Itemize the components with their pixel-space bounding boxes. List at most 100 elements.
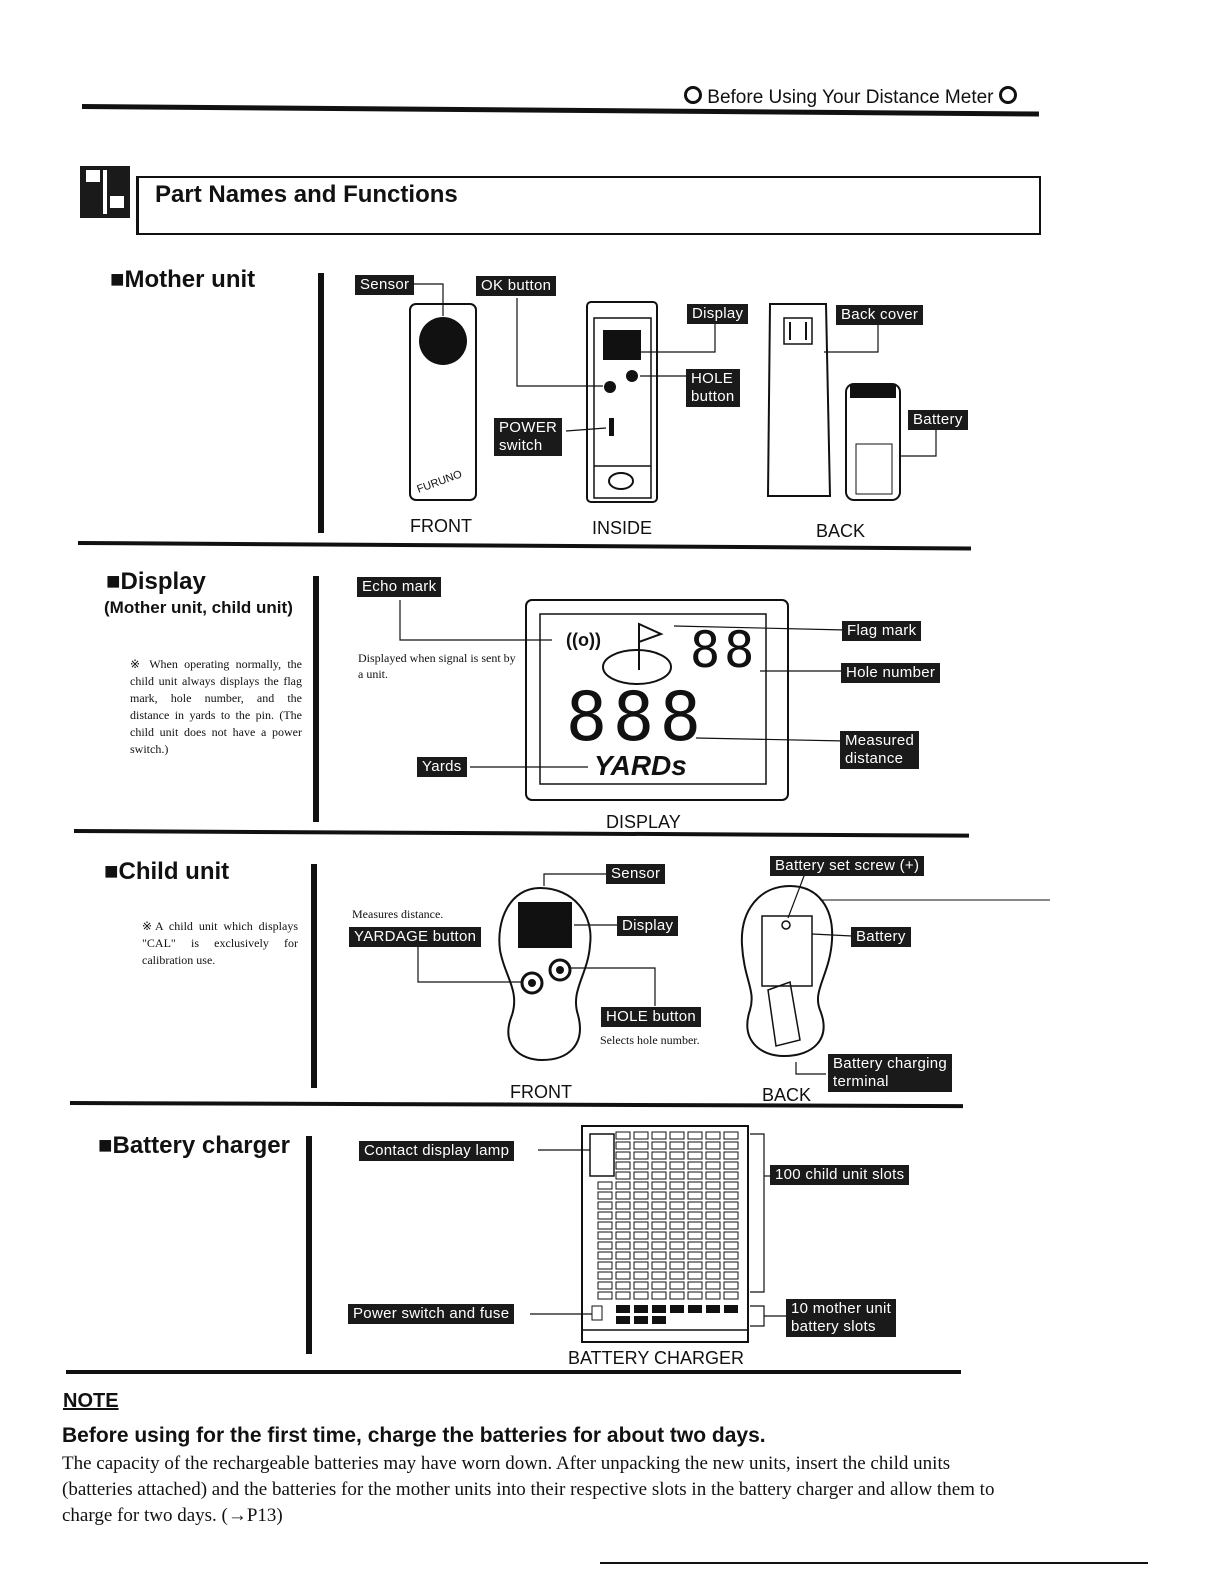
child-slot bbox=[633, 1251, 649, 1260]
child-slot bbox=[651, 1141, 667, 1150]
child-slot bbox=[705, 1261, 721, 1270]
child-back-body bbox=[740, 884, 834, 1058]
child-slot bbox=[705, 1281, 721, 1290]
child-slot bbox=[669, 1241, 685, 1250]
child-slot bbox=[597, 1211, 613, 1220]
child-unit-note: ※A child unit which displays "CAL" is ex… bbox=[142, 919, 298, 967]
child-slot bbox=[651, 1221, 667, 1230]
child-slot bbox=[615, 1161, 631, 1170]
child-slot bbox=[723, 1221, 739, 1230]
child-slot bbox=[615, 1231, 631, 1240]
section-title-box bbox=[136, 176, 1041, 235]
child-slot bbox=[669, 1201, 685, 1210]
display-label: Display bbox=[687, 304, 749, 324]
child-slot bbox=[615, 1211, 631, 1220]
child-slot bbox=[669, 1141, 685, 1150]
child-slot bbox=[633, 1221, 649, 1230]
measured-distance-label: Measured distance bbox=[840, 731, 920, 769]
child-unit-heading: ■Child unit bbox=[104, 858, 230, 885]
child-slot bbox=[687, 1241, 703, 1250]
child-slot bbox=[705, 1211, 721, 1220]
child-slot bbox=[687, 1131, 703, 1140]
child-slot bbox=[669, 1131, 685, 1140]
child-slot bbox=[723, 1131, 739, 1140]
child-slot bbox=[615, 1221, 631, 1230]
child-slot bbox=[705, 1181, 721, 1190]
vertical-divider bbox=[306, 1136, 312, 1354]
section-divider bbox=[66, 1370, 961, 1374]
child-slot bbox=[687, 1261, 703, 1270]
child-slot bbox=[705, 1201, 721, 1210]
child-slot bbox=[615, 1171, 631, 1180]
child-unit-heading-text: Child unit bbox=[118, 858, 230, 885]
child-slot bbox=[687, 1211, 703, 1220]
child-slot bbox=[597, 1201, 613, 1210]
child-front-body bbox=[498, 886, 592, 1062]
hole-number-label: Hole number bbox=[841, 663, 941, 683]
child-slot bbox=[723, 1191, 739, 1200]
child-front-caption: FRONT bbox=[510, 1082, 572, 1102]
section-divider bbox=[69, 1101, 964, 1109]
child-slot bbox=[687, 1271, 703, 1280]
child-slot bbox=[651, 1181, 667, 1190]
child-slot bbox=[597, 1251, 613, 1260]
child-slot bbox=[633, 1281, 649, 1290]
child-slot bbox=[597, 1231, 613, 1240]
child-slot bbox=[705, 1241, 721, 1250]
contact-lamp-icon bbox=[589, 1133, 615, 1177]
child-slot bbox=[723, 1171, 739, 1180]
child-slot bbox=[705, 1221, 721, 1230]
child-slot bbox=[705, 1271, 721, 1280]
child-display-window bbox=[518, 902, 572, 948]
child-slot bbox=[597, 1271, 613, 1280]
child-slot bbox=[705, 1291, 721, 1300]
mother-back-body bbox=[766, 303, 832, 497]
child-slot bbox=[633, 1261, 649, 1270]
child-slot bbox=[705, 1251, 721, 1260]
mother-slot bbox=[706, 1305, 720, 1313]
charger-body bbox=[581, 1125, 749, 1343]
child-slot bbox=[597, 1241, 613, 1250]
child-slot bbox=[705, 1161, 721, 1170]
mother-slot bbox=[724, 1305, 738, 1313]
note-bold: Before using for the first time, charge … bbox=[62, 1424, 766, 1447]
child-slot bbox=[669, 1271, 685, 1280]
child-slot bbox=[705, 1131, 721, 1140]
section-divider bbox=[73, 829, 969, 838]
yards-unit: YARDs bbox=[594, 750, 687, 781]
mother-slot bbox=[634, 1316, 648, 1324]
child-slot bbox=[705, 1151, 721, 1160]
brand-logo: FURUNO bbox=[415, 468, 464, 496]
echo-mark-icon: ((o)) bbox=[566, 630, 601, 650]
child-slot bbox=[651, 1151, 667, 1160]
child-slot bbox=[723, 1181, 739, 1190]
child-slot bbox=[723, 1251, 739, 1260]
child-slot bbox=[615, 1291, 631, 1300]
running-title-text: Before Using Your Distance Meter bbox=[707, 87, 994, 108]
battery-charger-heading-text: Battery charger bbox=[112, 1132, 290, 1159]
child-slot bbox=[597, 1191, 613, 1200]
child-slot bbox=[615, 1151, 631, 1160]
child-slot bbox=[633, 1291, 649, 1300]
child-slot bbox=[669, 1231, 685, 1240]
child-slot bbox=[615, 1271, 631, 1280]
child-slots-label: 100 child unit slots bbox=[770, 1165, 910, 1185]
child-slot bbox=[723, 1141, 739, 1150]
child-hole-button-label: HOLE button bbox=[601, 1007, 702, 1027]
child-display-label: Display bbox=[617, 916, 679, 936]
child-slot bbox=[651, 1201, 667, 1210]
vertical-divider bbox=[311, 864, 317, 1088]
echo-description: Displayed when signal is sent by a unit. bbox=[358, 651, 516, 681]
mother-unit-heading-text: Mother unit bbox=[124, 266, 256, 293]
child-slot bbox=[597, 1291, 613, 1300]
battery-icon bbox=[845, 383, 901, 501]
mother-slot bbox=[634, 1305, 648, 1313]
child-slot bbox=[687, 1171, 703, 1180]
child-back-caption: BACK bbox=[762, 1085, 812, 1105]
child-slot bbox=[723, 1211, 739, 1220]
child-slot bbox=[615, 1261, 631, 1270]
child-slot bbox=[651, 1271, 667, 1280]
child-slot bbox=[633, 1181, 649, 1190]
